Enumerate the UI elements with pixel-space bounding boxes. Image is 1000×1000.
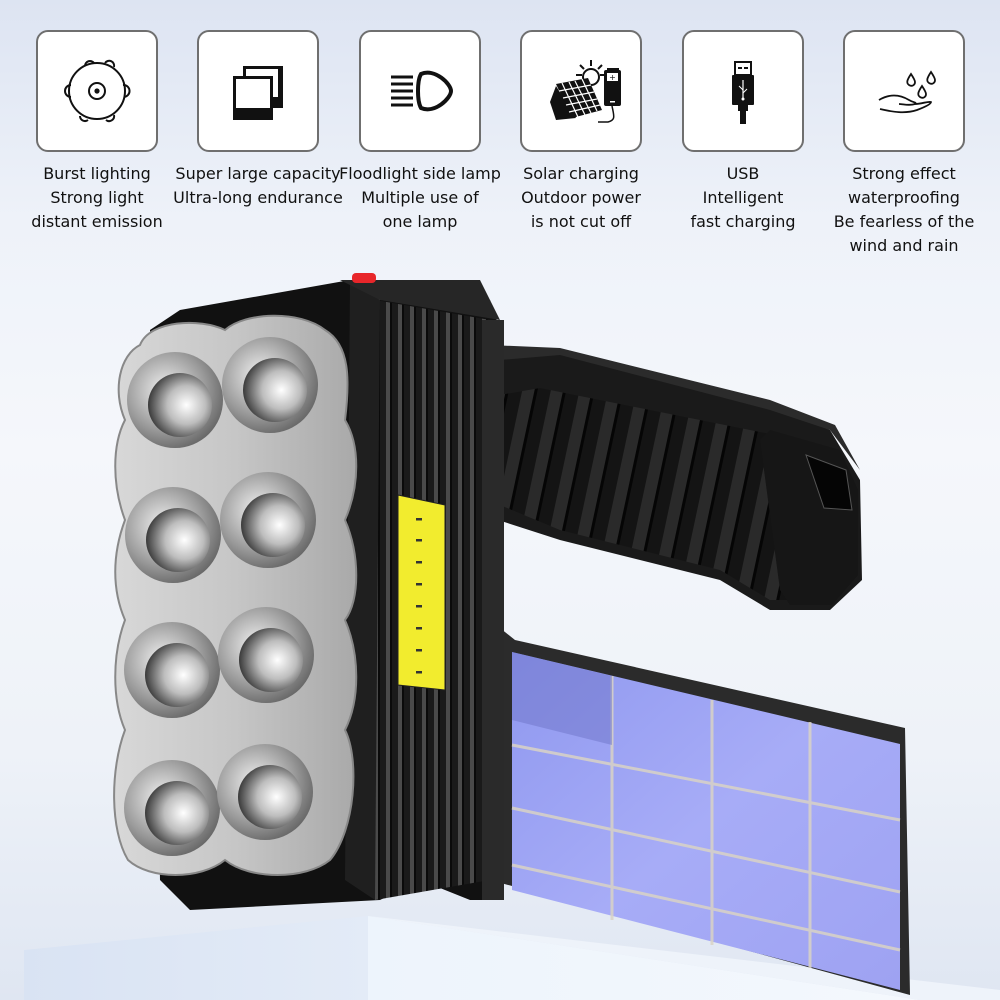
led-lamp bbox=[125, 487, 221, 583]
power-button[interactable] bbox=[352, 273, 376, 283]
product-illustration bbox=[0, 260, 1000, 1000]
caption-line: Solar charging bbox=[523, 164, 639, 183]
pedestal-left-face bbox=[24, 916, 368, 1000]
led-lamp bbox=[218, 607, 314, 703]
usb-charging-icon bbox=[732, 61, 754, 124]
caption-line: wind and rain bbox=[849, 236, 959, 255]
led-lamp bbox=[222, 337, 318, 433]
led-lamp bbox=[124, 622, 220, 718]
feature-caption: Super large capacity Ultra-long enduranc… bbox=[173, 162, 343, 210]
feature-icons-row: Burst lighting Strong light distant emis… bbox=[0, 0, 1000, 270]
feature-solar-charging: + Solar charging Outdoor power is not cu… bbox=[496, 30, 666, 234]
led-lamp bbox=[127, 352, 223, 448]
svg-text:+: + bbox=[609, 73, 616, 82]
caption-line: waterproofing bbox=[848, 188, 960, 207]
caption-line: Floodlight side lamp bbox=[339, 164, 501, 183]
caption-line: Strong light bbox=[50, 188, 144, 207]
caption-line: Ultra-long endurance bbox=[173, 188, 343, 207]
feature-icon-box bbox=[197, 30, 319, 152]
handle-grip bbox=[490, 345, 862, 610]
feature-icon-box bbox=[682, 30, 804, 152]
feature-caption: Strong effect waterproofing Be fearless … bbox=[834, 162, 975, 258]
feature-burst-lighting: Burst lighting Strong light distant emis… bbox=[12, 30, 182, 234]
caption-line: is not cut off bbox=[530, 212, 632, 231]
caption-line: Multiple use of bbox=[361, 188, 479, 207]
caption-line: distant emission bbox=[31, 212, 163, 231]
caption-line: Super large capacity bbox=[175, 164, 341, 183]
feature-icon-box: + bbox=[520, 30, 642, 152]
solar-charging-icon: + bbox=[550, 60, 621, 123]
feature-caption: Solar charging Outdoor power is not cut … bbox=[521, 162, 641, 234]
caption-line: Strong effect bbox=[852, 164, 956, 183]
led-bezel bbox=[113, 314, 358, 876]
feature-floodlight: Floodlight side lamp Multiple use of one… bbox=[335, 30, 505, 234]
flashlight-image bbox=[24, 273, 1000, 1000]
led-lamp bbox=[220, 472, 316, 568]
solar-panel bbox=[490, 620, 910, 995]
caption-line: fast charging bbox=[690, 212, 796, 231]
cob-led-dots bbox=[416, 518, 422, 674]
waterproof-icon bbox=[878, 70, 936, 114]
caption-line: Burst lighting bbox=[43, 164, 151, 183]
caption-line: Be fearless of the bbox=[833, 212, 975, 231]
led-lamp bbox=[217, 744, 313, 840]
feature-waterproofing: Strong effect waterproofing Be fearless … bbox=[819, 30, 989, 258]
feature-usb-charging: USB Intelligent fast charging bbox=[658, 30, 828, 234]
feature-icon-box bbox=[359, 30, 481, 152]
caption-line: Outdoor power bbox=[521, 188, 641, 207]
floodlight-lamp-icon bbox=[391, 70, 454, 112]
led-lamp bbox=[124, 760, 220, 856]
feature-caption: Burst lighting Strong light distant emis… bbox=[31, 162, 162, 234]
caption-line: one lamp bbox=[382, 212, 458, 231]
caption-line: USB bbox=[726, 164, 760, 183]
battery-capacity-icon bbox=[233, 66, 283, 120]
feature-capacity: Super large capacity Ultra-long enduranc… bbox=[173, 30, 343, 210]
feature-icon-box bbox=[843, 30, 965, 152]
feature-icon-box bbox=[36, 30, 158, 152]
feature-caption: Floodlight side lamp Multiple use of one… bbox=[339, 162, 501, 234]
caption-line: Intelligent bbox=[702, 188, 784, 207]
burst-light-icon bbox=[64, 59, 131, 123]
cob-side-light bbox=[397, 494, 446, 691]
feature-caption: USB Intelligent fast charging bbox=[690, 162, 795, 234]
